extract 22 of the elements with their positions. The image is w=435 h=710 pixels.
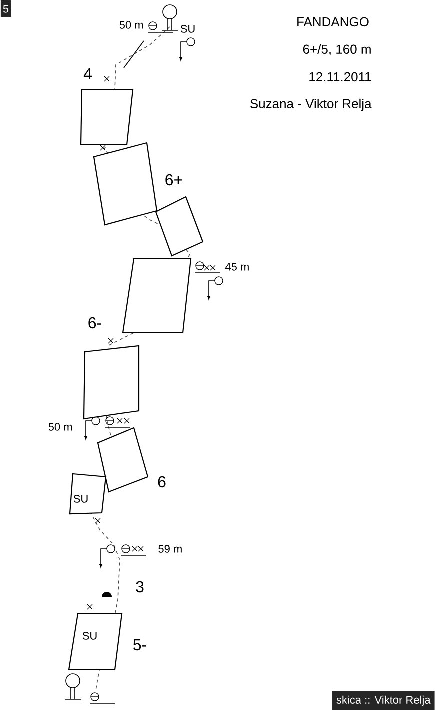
grade-label: 3 xyxy=(136,581,144,593)
page-number: 5 xyxy=(0,0,12,18)
pitch-length: 59 m xyxy=(158,545,182,553)
slab-box: SU xyxy=(68,613,123,671)
pitch-length: 50 m xyxy=(48,423,72,431)
slab-box xyxy=(93,142,158,226)
title: FANDANGO xyxy=(298,17,369,27)
route-info: Suzana - Viktor Relja xyxy=(250,98,372,112)
slab-box xyxy=(80,89,134,146)
slab-box xyxy=(83,345,140,420)
grade-label: 6+ xyxy=(166,174,182,186)
slab-box xyxy=(97,427,149,493)
belay-label: SU xyxy=(180,25,195,33)
pitch-length: 45 m xyxy=(225,263,249,271)
slab-box: SU xyxy=(69,473,107,515)
grade-label: 6- xyxy=(88,317,102,329)
credit-label: skica :: Viktor Relja xyxy=(332,692,435,710)
route-info: 12.11.2011 xyxy=(310,72,372,82)
pitch-length: 50 m xyxy=(120,21,144,29)
slab-box xyxy=(122,258,192,334)
slab-box xyxy=(155,196,204,257)
route-info: 6+/5, 160 m xyxy=(303,44,371,56)
